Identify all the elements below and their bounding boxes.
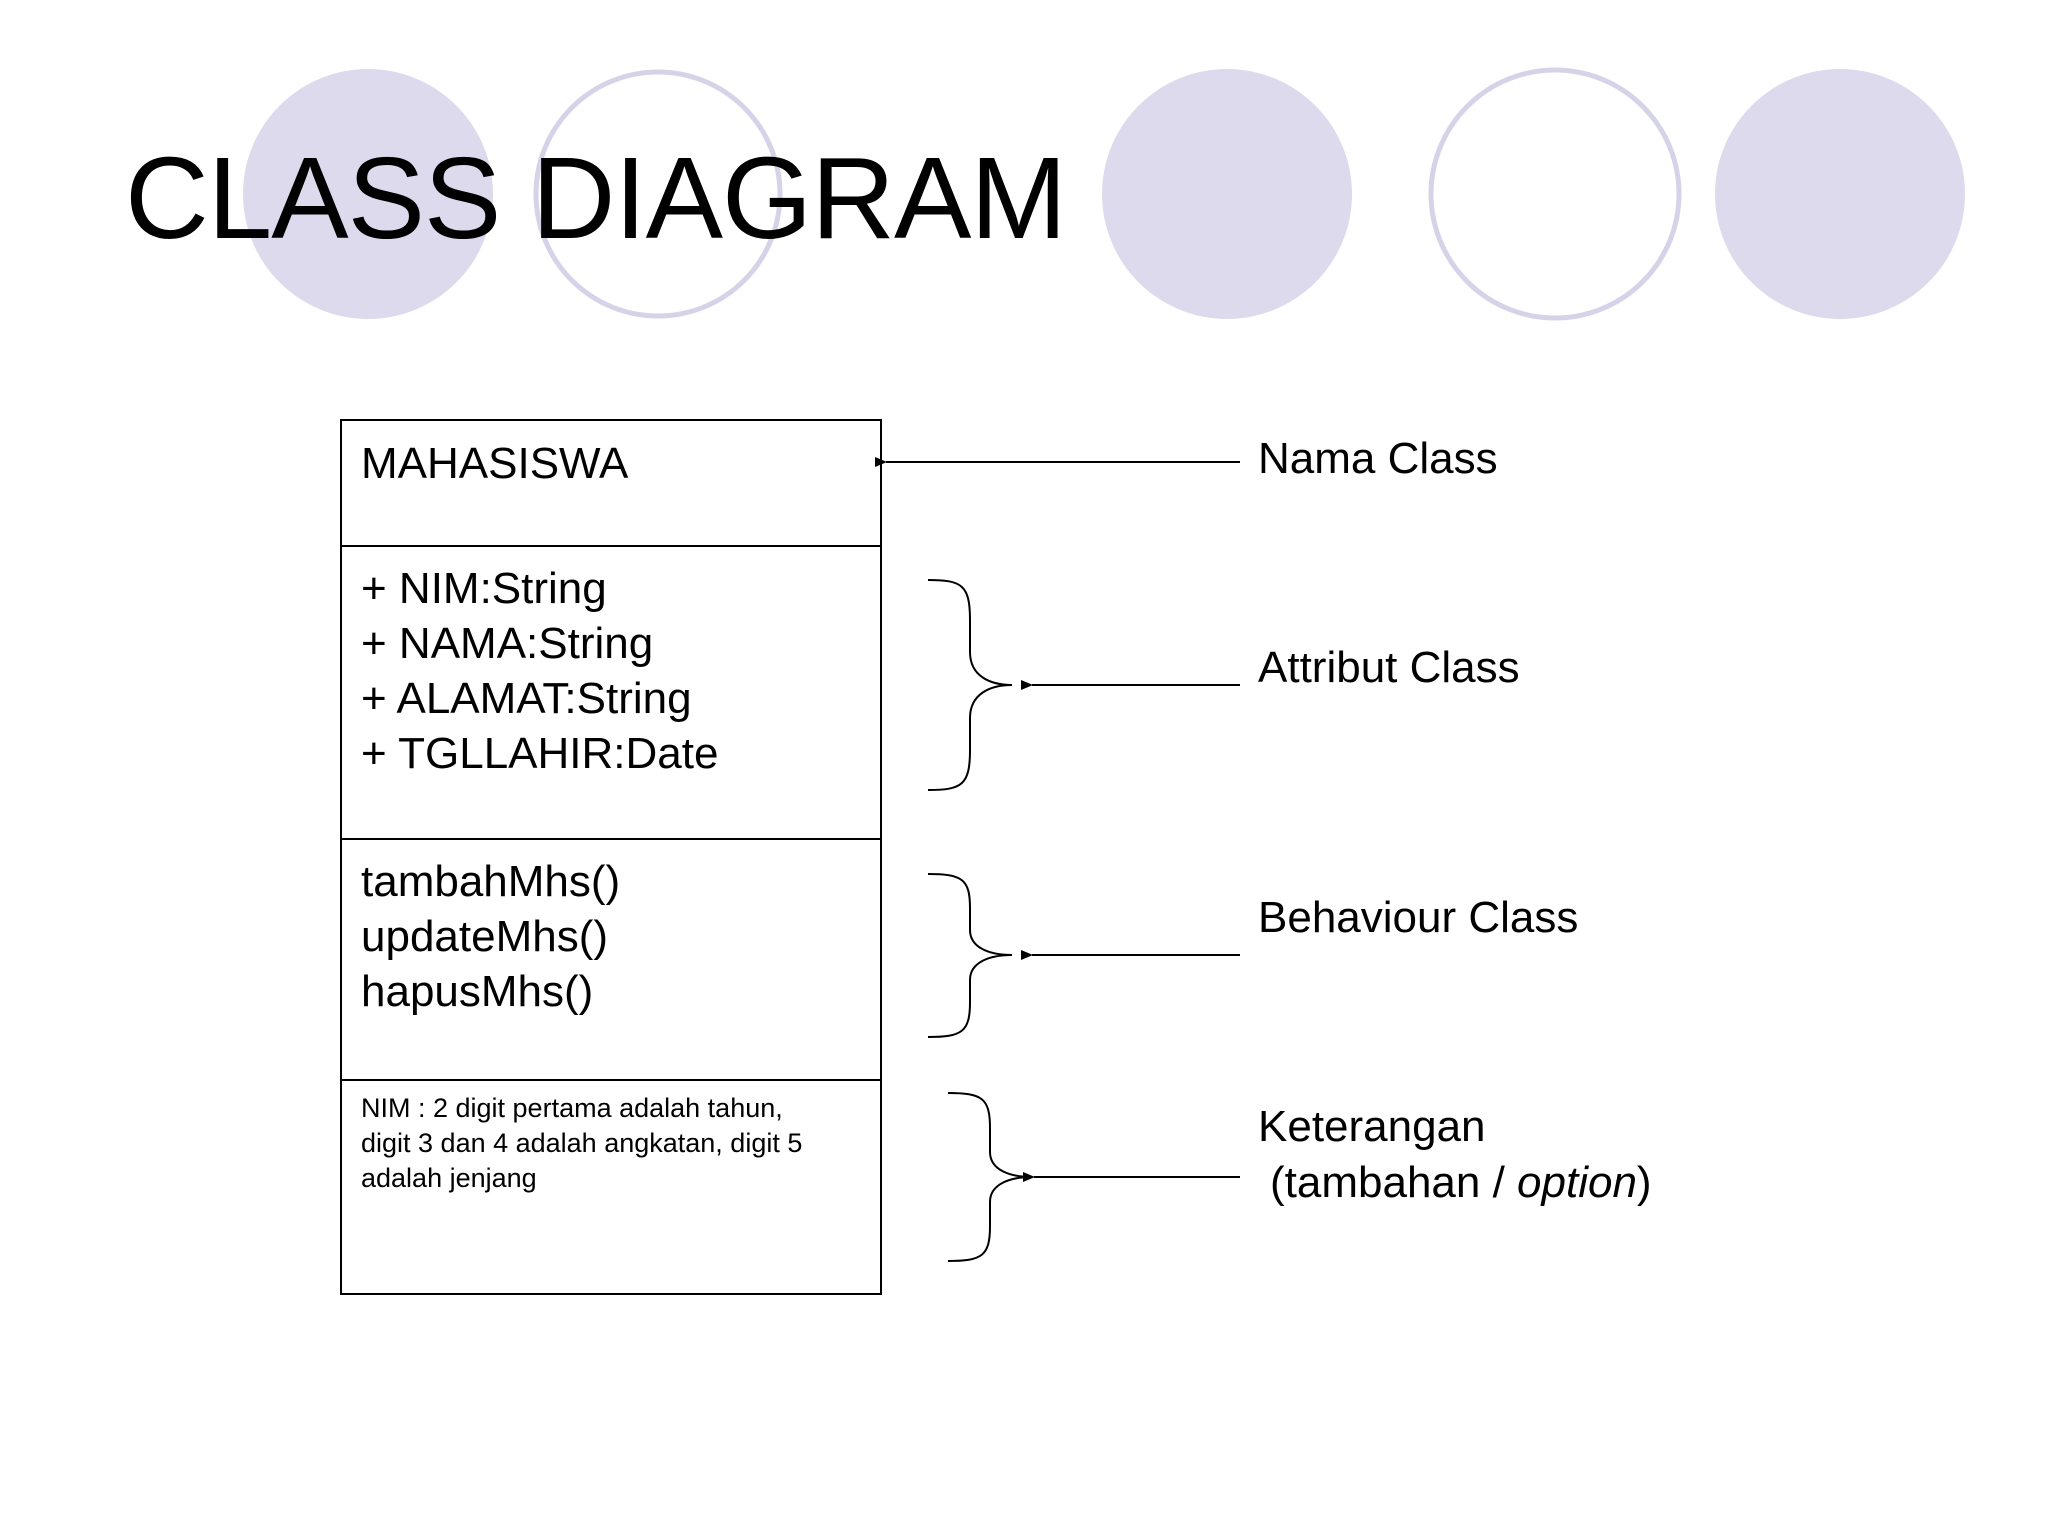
attribute-item: + NAMA:String [361,619,654,668]
label-behaviour-class: Behaviour Class [1258,893,1579,942]
uml-class-box: MAHASISWA + NIM:String + NAMA:String + A… [340,419,882,1295]
label-keterangan-title: Keterangan [1258,1102,1486,1151]
attribute-item: + TGLLAHIR:Date [361,729,719,778]
label-keterangan-subtitle: (tambahan / option) [1258,1155,1652,1211]
decor-circle-filled [1102,69,1352,319]
brace-behaviour [927,873,1013,1038]
label-keterangan: Keterangan (tambahan / option) [1258,1099,1652,1211]
label-nama-class: Nama Class [1258,434,1498,483]
attribute-compartment: + NIM:String + NAMA:String + ALAMAT:Stri… [342,545,880,838]
behaviour-list: tambahMhs() updateMhs() hapusMhs() [361,854,620,1019]
note-text: NIM : 2 digit pertama adalah tahun, digi… [361,1091,802,1196]
label-attribut-class: Attribut Class [1258,643,1520,692]
decorative-circles [243,67,1965,321]
note-compartment: NIM : 2 digit pertama adalah tahun, digi… [342,1079,880,1295]
decor-circle-outline [1428,67,1682,321]
note-line: adalah jenjang [361,1163,537,1193]
label-keterangan-open: (tambahan / [1270,1158,1518,1207]
brace-keterangan [947,1092,1033,1262]
class-name: MAHASISWA [361,439,629,488]
class-name-compartment: MAHASISWA [342,421,880,545]
brace-attribut [927,579,1013,791]
decor-circle-outline [533,69,783,319]
attribute-item: + ALAMAT:String [361,674,692,723]
behaviour-item: tambahMhs() [361,857,621,906]
slide-title: CLASS DIAGRAM [125,133,1067,263]
note-line: NIM : 2 digit pertama adalah tahun, [361,1093,783,1123]
note-line: digit 3 dan 4 adalah angkatan, digit 5 [361,1128,803,1158]
attribute-list: + NIM:String + NAMA:String + ALAMAT:Stri… [361,561,718,781]
attribute-item: + NIM:String [361,564,607,613]
decor-circle-filled [1715,69,1965,319]
behaviour-item: updateMhs() [361,912,609,961]
behaviour-item: hapusMhs() [361,967,594,1016]
label-keterangan-option: option [1517,1158,1637,1207]
decor-circle-filled [243,69,493,319]
label-keterangan-close: ) [1636,1158,1652,1207]
behaviour-compartment: tambahMhs() updateMhs() hapusMhs() [342,838,880,1079]
